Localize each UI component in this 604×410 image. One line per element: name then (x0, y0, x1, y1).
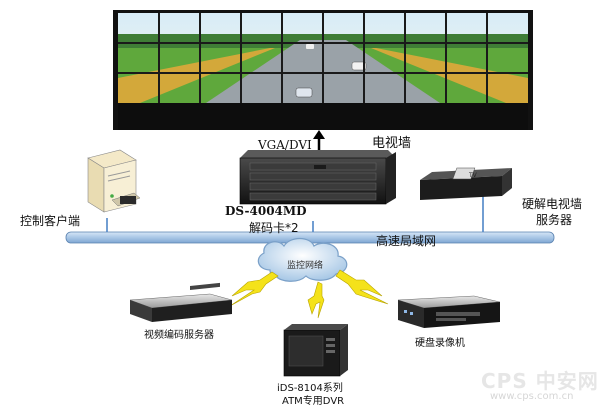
watermark-brand: CPS 中安网 (481, 369, 599, 393)
decoder-model-label: DS-4004MD (225, 204, 307, 218)
encoder-server-icon (129, 282, 233, 322)
cloud-label: 监控网络 (287, 261, 324, 271)
lightning-link-icon (229, 269, 389, 319)
dvr-label-2: ATM专用DVR (282, 396, 345, 407)
desktop-computer-icon (87, 149, 141, 213)
encoder-server-label: 视频编码服务器 (144, 330, 214, 341)
lan-label: 高速局域网 (376, 234, 437, 248)
video-wall-display-icon (113, 10, 533, 130)
atm-dvr-icon (283, 324, 348, 377)
svg-text:TV: TV (468, 172, 478, 179)
network-cloud-icon (257, 237, 348, 282)
watermark-url: www.cps.com.cn (490, 391, 574, 402)
recorder-label: 硬盘录像机 (415, 338, 465, 349)
rack-server-icon: TV (420, 167, 512, 200)
video-wall-label: 电视墙 (372, 136, 412, 151)
decoder-chassis-icon (239, 150, 396, 205)
vga-dvi-label: VGA/DVI (258, 138, 312, 152)
control-client-label: 控制客户端 (20, 214, 81, 228)
dvr-label-1: iDS-8104系列 (277, 383, 343, 394)
decoder-card-label: 解码卡*2 (249, 221, 299, 235)
nvr-recorder-icon (397, 295, 501, 328)
hw-server-label-2: 服务器 (536, 213, 573, 227)
hw-server-label-1: 硬解电视墙 (522, 197, 583, 211)
